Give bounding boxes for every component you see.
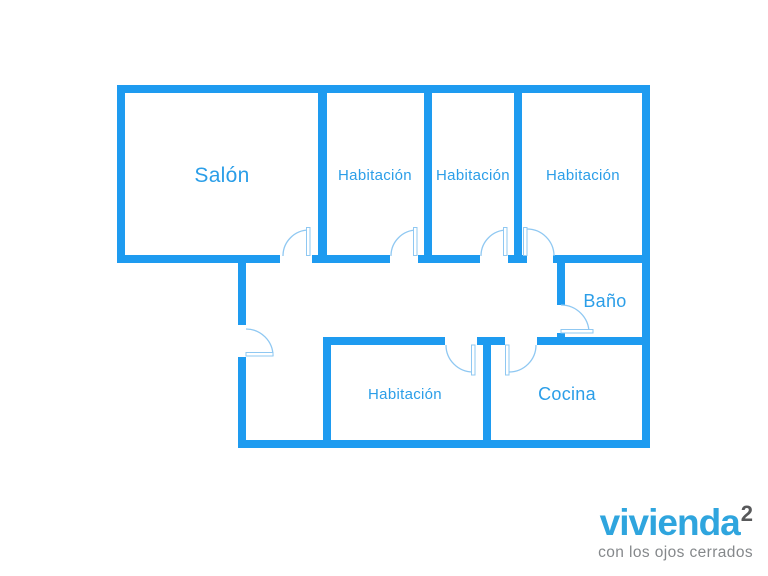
door-leaf (503, 227, 508, 256)
door-leaf (306, 227, 311, 256)
door-leaf (560, 329, 594, 334)
doors (245, 227, 594, 376)
door-leaf (471, 344, 476, 376)
wall-corridor-seg2 (312, 255, 390, 263)
room-labels: Salón Habitación Habitación Habitación B… (194, 164, 626, 404)
door-leaf (505, 344, 510, 376)
wall-bano-left-upper (557, 255, 565, 305)
wall-divider-salon-hab1 (318, 85, 327, 263)
wall-divider-hab2-hab3 (514, 85, 522, 263)
room-label-salon: Salón (194, 164, 249, 187)
room-label-habitacion-1: Habitación (338, 167, 412, 184)
wall-bottom (238, 440, 650, 448)
room-label-cocina: Cocina (538, 384, 597, 404)
logo-superscript: 2 (740, 500, 753, 526)
door-swing-arc (245, 328, 274, 357)
door-habitacion-3 (523, 227, 555, 257)
door-bano (560, 304, 594, 334)
door-habitacion-1 (390, 227, 418, 257)
wall-corridor-seg3 (418, 255, 480, 263)
door-swing-arc (508, 344, 537, 373)
room-label-habitacion-3: Habitación (546, 167, 620, 184)
door-swing-arc (560, 304, 590, 334)
door-leaf (245, 352, 274, 357)
door-habitacion-4 (445, 344, 476, 376)
wall-middle-seg3 (537, 337, 650, 345)
logo-brand-text: vivienda (599, 501, 741, 543)
logo-wordmark: vivienda2 (598, 500, 753, 543)
door-swing-arc (480, 229, 508, 257)
wall-bano-left-stub (557, 333, 565, 345)
wall-top (117, 85, 650, 93)
door-leaf (523, 227, 528, 256)
door-salon (282, 227, 311, 257)
wall-corridor-seg5 (553, 255, 650, 263)
wall-right (642, 85, 650, 448)
wall-middle-seg2 (477, 337, 505, 345)
door-swing-arc (390, 229, 418, 257)
wall-middle-seg1 (323, 337, 445, 345)
door-cocina (505, 344, 537, 376)
door-swing-arc (445, 344, 474, 373)
wall-hab4-left (323, 337, 331, 440)
room-label-habitacion-4: Habitación (368, 386, 442, 403)
wall-corridor-seg1 (117, 255, 280, 263)
wall-divider-hab1-hab2 (424, 85, 432, 263)
wall-divider-hab4-cocina (483, 345, 491, 440)
wall-left (117, 85, 125, 263)
door-habitacion-2 (480, 227, 508, 257)
door-swing-arc (282, 229, 310, 257)
door-swing-arc (526, 228, 555, 257)
walls (117, 85, 650, 448)
room-label-habitacion-2: Habitación (436, 167, 510, 184)
room-label-bano: Baño (583, 291, 626, 311)
wall-hall-left-lower (238, 357, 246, 448)
vivienda-logo: vivienda2 con los ojos cerrados (598, 500, 753, 561)
logo-tagline: con los ojos cerrados (598, 543, 753, 561)
door-entrance (245, 328, 274, 357)
door-leaf (413, 227, 418, 256)
wall-hall-left-upper (238, 255, 246, 325)
